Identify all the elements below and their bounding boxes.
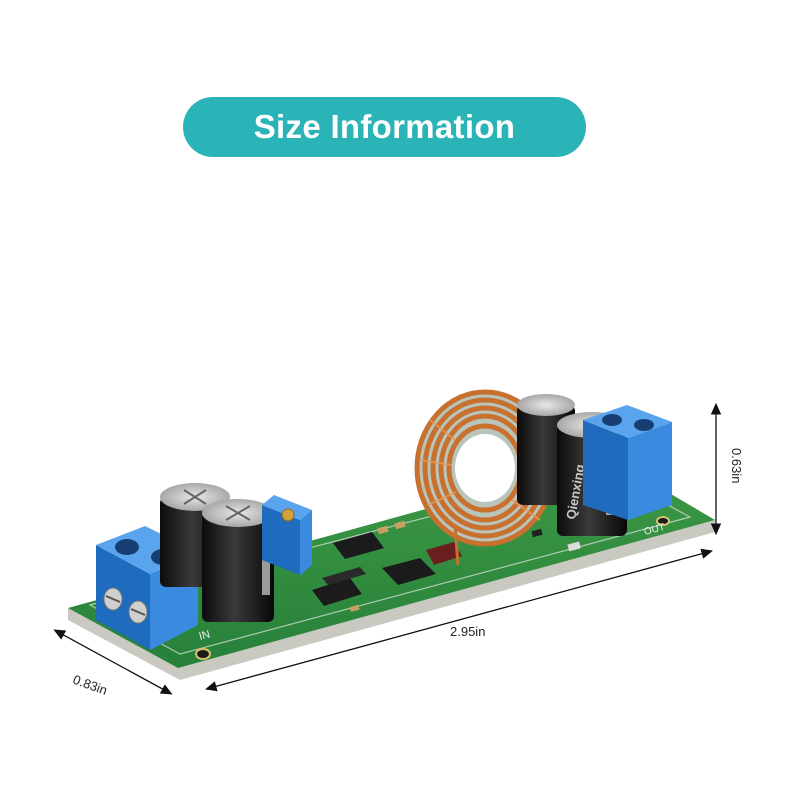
size-information-banner: Size Information (183, 97, 586, 157)
terminal-out-label: OUT (643, 522, 666, 538)
output-terminal-block: OUT (583, 405, 672, 538)
length-dimension: 2.95in (204, 548, 714, 692)
width-label: 0.83in (71, 672, 109, 698)
length-label: 2.95in (450, 624, 485, 639)
banner-title: Size Information (253, 108, 516, 145)
height-label: 0.63in (729, 448, 744, 483)
height-dimension: 0.63in (710, 402, 744, 536)
